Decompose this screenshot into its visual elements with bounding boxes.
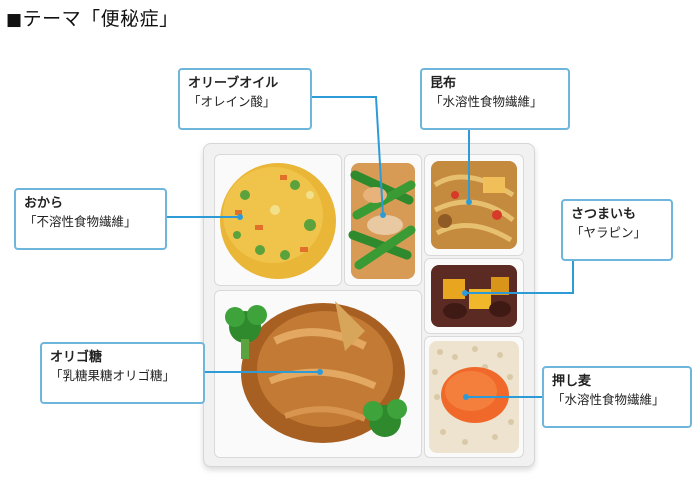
label-satsumaimo: さつまいも 「ヤラピン」 [561,199,673,261]
label-sub: 「乳糖果糖オリゴ糖」 [50,368,176,383]
label-sub: 「水溶性食物繊維」 [552,392,665,407]
label-name: 昆布 [430,76,457,91]
label-name: 押し麦 [552,374,592,389]
main-dish-compartment [214,290,422,458]
oshimugi-dot [463,394,469,400]
label-oligo: オリゴ糖 「乳糖果糖オリゴ糖」 [40,342,205,404]
konbu-dot [466,199,472,205]
label-name: おから [24,196,64,211]
konbu-compartment [424,154,524,256]
satsuma-dot [462,290,468,296]
label-sub: 「水溶性食物繊維」 [430,94,543,109]
bean-compartment [344,154,422,286]
main-dish-food-image [225,301,407,443]
okara-food-image [220,163,336,279]
oshimugi-compartment [424,336,524,458]
label-name: オリゴ糖 [50,350,103,365]
bento-tray [203,143,535,467]
label-oshimugi: 押し麦 「水溶性食物繊維」 [542,366,692,428]
okara-compartment [214,154,342,286]
label-okara: おから 「不溶性食物繊維」 [14,188,167,250]
label-olive-oil: オリーブオイル 「オレイン酸」 [178,68,312,130]
konbu-food-image [431,161,517,249]
label-sub: 「オレイン酸」 [188,94,276,109]
label-name: さつまいも [571,207,637,222]
satsuma-connector [465,240,574,294]
olive-dot [380,212,386,218]
page-title: ■テーマ「便秘症」 [6,8,179,30]
oligo-dot [317,369,323,375]
olive-connector [312,96,384,216]
okara-dot [237,214,243,220]
label-konbu: 昆布 「水溶性食物繊維」 [420,68,570,130]
label-sub: 「ヤラピン」 [571,225,647,240]
bean-food-image [348,163,416,279]
label-sub: 「不溶性食物繊維」 [24,214,137,229]
label-name: オリーブオイル [188,76,279,91]
